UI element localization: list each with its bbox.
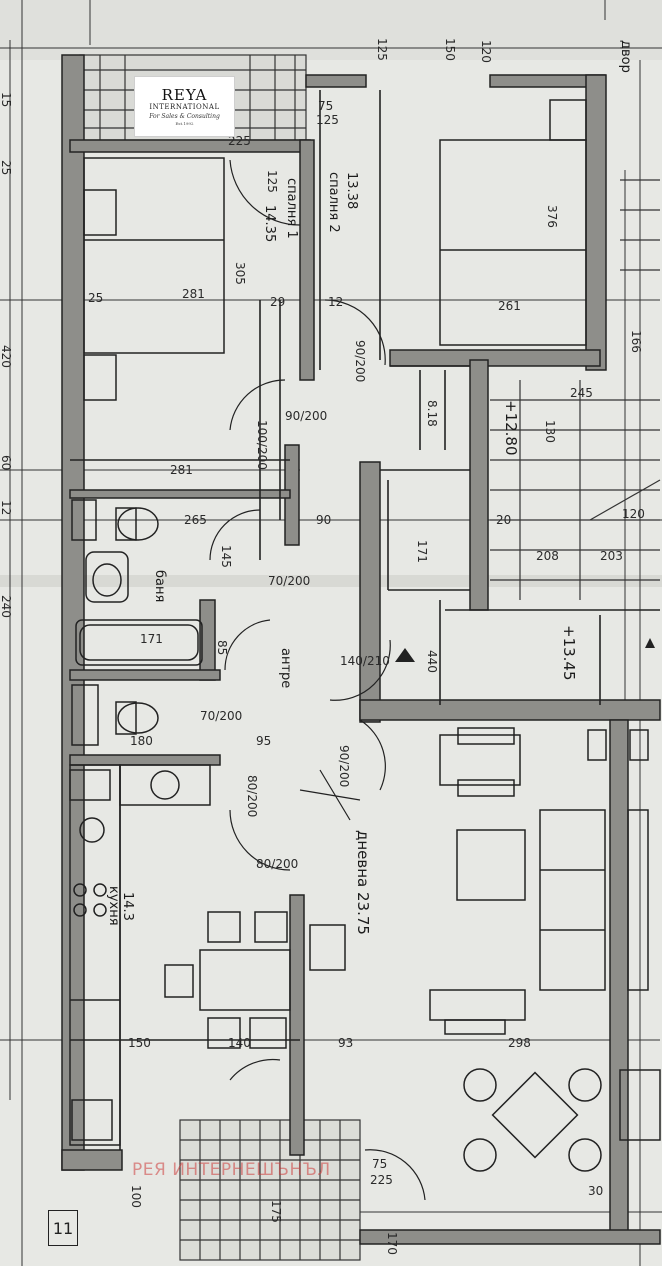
- kitchen-area: 14.3: [120, 892, 135, 921]
- door-size-80-200: 80/200: [256, 857, 298, 871]
- dim-balcony-125: 125: [316, 113, 339, 127]
- dim-left-15: 15: [0, 92, 13, 107]
- dim-170: 170: [385, 1232, 399, 1255]
- bedroom1-area: 14.35: [262, 205, 277, 242]
- dim-171-b: 171: [415, 540, 429, 563]
- door-size-70-200-b: 70/200: [200, 709, 242, 723]
- dim-150: 150: [128, 1036, 151, 1050]
- door-size-70-200: 70/200: [268, 574, 310, 588]
- dim-120: 120: [622, 507, 645, 521]
- dim-175: 175: [269, 1200, 283, 1223]
- dim-top-1: 125: [375, 38, 389, 61]
- dim-171: 171: [140, 632, 163, 646]
- bedroom2-area: 13.38: [344, 172, 359, 209]
- dim-90: 90: [316, 513, 331, 527]
- dim-298: 298: [508, 1036, 531, 1050]
- dim-203: 203: [600, 549, 623, 563]
- dim-245: 245: [570, 386, 593, 400]
- dim-208: 208: [536, 549, 559, 563]
- living-label: дневна 23.75: [354, 830, 372, 935]
- dim-100: 100: [129, 1185, 143, 1208]
- dim-85: 85: [215, 640, 229, 655]
- dim-95: 95: [256, 734, 271, 748]
- dim-left-12: 12: [0, 500, 13, 515]
- logo-est: Est.1992: [175, 120, 194, 126]
- logo-tagline: For Sales & Consulting: [149, 112, 220, 120]
- dim-180: 180: [130, 734, 153, 748]
- hall-label: антре: [278, 648, 293, 688]
- bedroom2-label: спалня 2: [326, 172, 341, 233]
- dim-145: 145: [219, 545, 233, 568]
- dim-265: 265: [184, 513, 207, 527]
- sheet-number: 11: [48, 1210, 78, 1246]
- dim-balcony-75: 75: [318, 99, 333, 113]
- level-upper: +12.80: [502, 400, 520, 456]
- dim-left-240: 240: [0, 595, 13, 618]
- dim-440: 440: [425, 650, 439, 673]
- watermark-text: РЕЯ ИНТЕРНЕШЪНЪЛ: [132, 1160, 331, 1180]
- courtyard-label: двор: [618, 40, 633, 73]
- dim-25-left: 25: [88, 291, 103, 305]
- dim-12: 12: [328, 295, 343, 309]
- dim-140: 140: [228, 1036, 251, 1050]
- dim-left-60: 60: [0, 455, 13, 470]
- dim-166: 166: [629, 330, 643, 353]
- door-size-90-200: 90/200: [285, 409, 327, 423]
- dim-top-2: 150: [443, 38, 457, 61]
- dim-bed1-width: 281: [182, 287, 205, 301]
- dim-93: 93: [338, 1036, 353, 1050]
- dim-bed2-depth: 376: [545, 205, 559, 228]
- dim-bed1-depth: 305: [233, 262, 247, 285]
- door-size-90-200-b: 90/200: [353, 340, 367, 382]
- kitchen-label: кухня: [106, 886, 121, 926]
- dim-door-125: 125: [265, 170, 279, 193]
- logo-name: REYA: [161, 85, 208, 104]
- door-size-140-210: 140/210: [340, 654, 390, 668]
- level-lower: +13.45: [560, 625, 578, 681]
- dim-door-225: 225: [228, 134, 251, 148]
- dim-bed1-width-2: 281: [170, 463, 193, 477]
- door-size-80-200-b: 80/200: [245, 775, 259, 817]
- dim-bed2-width: 261: [498, 299, 521, 313]
- dim-top-3: 120: [479, 40, 493, 63]
- dim-left-25: 25: [0, 160, 13, 175]
- dim-225-bottom: 225: [370, 1173, 393, 1187]
- dim-left-420: 420: [0, 345, 13, 368]
- dim-30: 30: [588, 1184, 603, 1198]
- dim-130: 130: [543, 420, 557, 443]
- dim-20: 20: [496, 513, 511, 527]
- bedroom1-label: спалня 1: [284, 178, 299, 239]
- dim-75-bottom: 75: [372, 1157, 387, 1171]
- company-logo: REYA INTERNATIONAL For Sales & Consultin…: [134, 76, 235, 137]
- door-size-90-200-c: 90/200: [337, 745, 351, 787]
- bath-label: баня: [152, 570, 167, 602]
- dim-818: 8.18: [425, 400, 439, 427]
- door-size-100-200: 100/200: [255, 420, 269, 470]
- dim-29: 29: [270, 295, 285, 309]
- logo-subtitle: INTERNATIONAL: [149, 102, 220, 111]
